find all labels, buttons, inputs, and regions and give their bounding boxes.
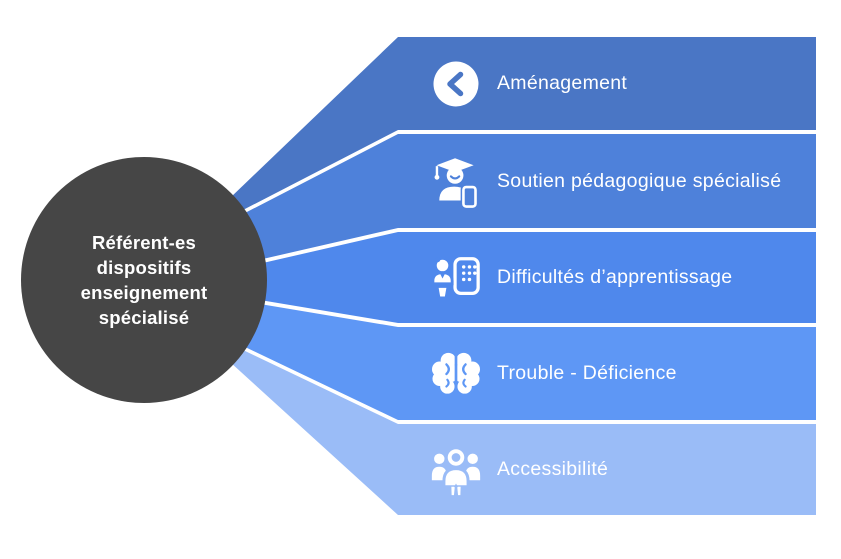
band-label-accessibilite: Accessibilité xyxy=(497,458,609,480)
band-shape-accessibilite[interactable] xyxy=(230,350,816,515)
band-label-amenagement: Aménagement xyxy=(497,72,628,94)
brain-fold-left xyxy=(445,362,450,375)
band-row-trouble[interactable]: Trouble - Déficience xyxy=(429,327,677,420)
leg-left xyxy=(451,486,455,495)
hub-circle xyxy=(21,157,267,403)
person-braille-panel-icon xyxy=(431,256,480,299)
center-body xyxy=(442,466,470,488)
brain-fold-right xyxy=(462,362,467,375)
band-row-amenagement[interactable]: Aménagement xyxy=(429,37,627,130)
phone xyxy=(462,185,477,208)
icon-box xyxy=(429,444,483,496)
band-label-soutien: Soutien pédagogique spécialisé xyxy=(497,169,782,192)
brain-icon xyxy=(432,351,480,396)
band-shape-amenagement[interactable] xyxy=(230,37,816,210)
band-label-trouble: Trouble - Déficience xyxy=(497,362,677,384)
leg-notch xyxy=(453,482,459,487)
mortarboard xyxy=(436,158,474,173)
chevron-left-glyph xyxy=(447,71,464,96)
braille-dots xyxy=(461,264,477,281)
band-shape-difficultes[interactable] xyxy=(254,232,816,323)
brain-fold-right-low xyxy=(462,378,467,388)
collar-notch xyxy=(439,272,446,278)
head xyxy=(446,167,464,184)
band-row-difficultes[interactable]: Difficultés d’apprentissage xyxy=(429,232,732,323)
band-row-soutien[interactable]: Soutien pédagogique spécialisé xyxy=(429,134,781,228)
icon-box xyxy=(429,252,483,304)
icon-disc xyxy=(433,61,479,106)
band-shape-trouble[interactable] xyxy=(243,303,816,420)
people-group-icon xyxy=(431,448,481,495)
graduate-student-phone-icon xyxy=(434,158,479,208)
braille-panel xyxy=(453,256,480,295)
center-head-ring xyxy=(447,448,465,466)
band-label-difficultes: Difficultés d’apprentissage xyxy=(497,266,733,288)
brain-fold-left-low xyxy=(445,378,450,388)
band-row-accessibilite[interactable]: Accessibilité xyxy=(429,424,608,515)
tassel-ball xyxy=(434,174,440,180)
brain-fissure-center xyxy=(454,351,458,396)
hair-notch xyxy=(435,256,441,262)
lower-body xyxy=(435,284,450,299)
icon-box xyxy=(429,154,483,208)
icon-box xyxy=(429,350,483,398)
chevron-left-circle-icon xyxy=(433,61,479,106)
smile xyxy=(449,175,461,180)
leg-right xyxy=(457,486,461,495)
phone-halo xyxy=(460,184,479,208)
icon-box xyxy=(429,61,483,107)
band-shape-soutien[interactable] xyxy=(243,134,816,261)
